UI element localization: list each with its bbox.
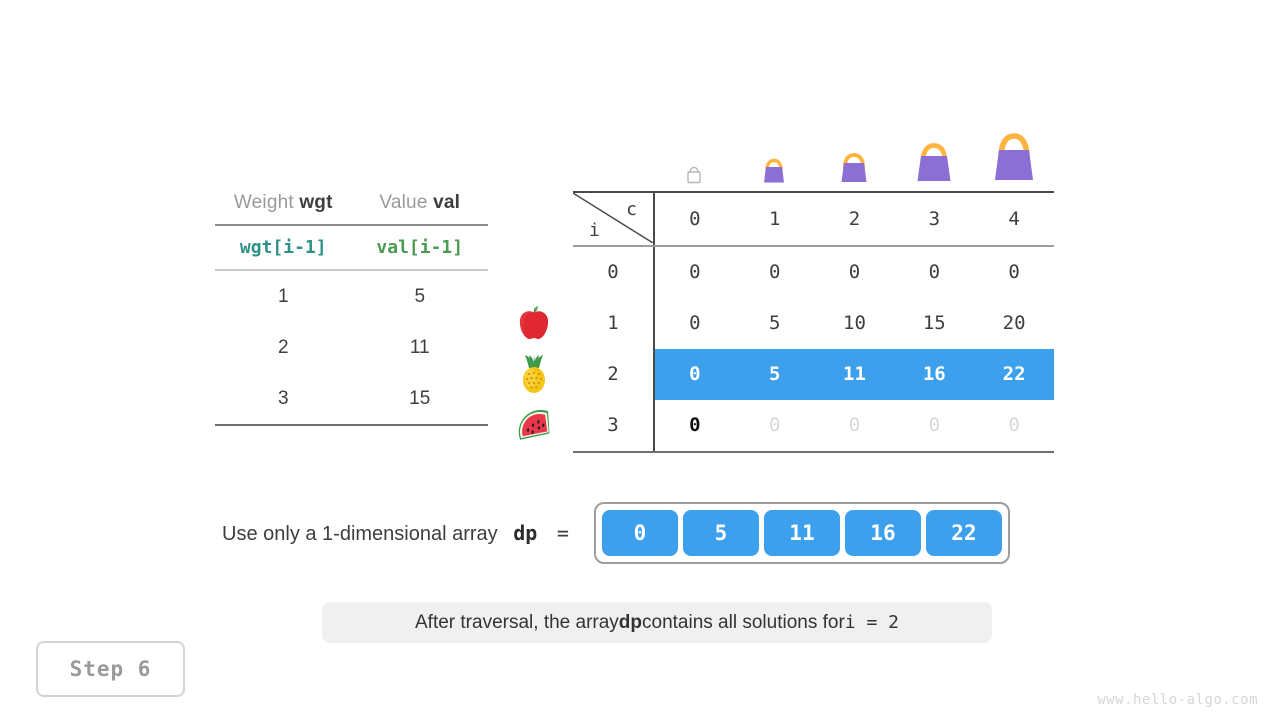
dp-matrix-row-header: 0 [573,247,655,298]
bag-icon-row [654,122,1054,184]
dp-matrix-row-label: i [589,220,600,241]
table-row: 3 15 [215,373,488,426]
dp-matrix-cell: 11 [843,363,866,385]
dp-matrix-cell: 0 [689,312,701,334]
bag-icon-1 [734,122,814,184]
dp-array-label-code: dp [513,520,538,545]
dp-array-equals: = [556,520,569,545]
dp-array-cell[interactable]: 0 [601,510,678,556]
wv-cell-val: 15 [409,387,431,409]
dp-array-label-text: Use only a 1-dimensional array [222,522,498,545]
bag-icon-empty [654,122,734,184]
dp-matrix-cell: 5 [768,312,781,334]
wv-cell-val: 11 [409,336,430,358]
fruit-icon-column [512,297,556,450]
dp-matrix-corner-cell: c i [573,193,655,245]
apple-icon [512,297,556,348]
wv-table-header-row: Weight wgt Value val [215,192,488,226]
table-row: 3 0 0 0 0 0 [573,400,1054,453]
dp-matrix-cell: 22 [1002,363,1026,385]
caption-code-i: i = 2 [844,612,899,633]
caption-bar: After traversal, the array dp contains a… [322,602,992,643]
dp-matrix-header-row: c i 0 1 2 3 4 [573,191,1054,247]
weight-value-table: Weight wgt Value val wgt[i-1] val[i-1] 1… [215,192,488,426]
dp-matrix-cell: 0 [689,363,701,385]
dp-matrix-cell: 0 [928,414,941,436]
dp-matrix-col-header: 4 [1008,208,1020,230]
dp-array-cell[interactable]: 5 [682,510,759,556]
dp-matrix-col-header: 0 [689,208,701,230]
dp-matrix-cell: 0 [689,261,701,283]
wv-header-weight: Weight wgt [233,192,333,213]
dp-matrix-cell: 0 [848,414,861,436]
wv-subheader-val: val[i-1] [376,237,464,258]
caption-part-2: contains all solutions for [642,611,845,633]
bag-icon-2 [814,122,894,184]
caption-code-dp: dp [618,611,643,633]
dp-matrix-cell: 0 [1008,414,1020,436]
bag-icon-4 [974,122,1054,184]
wv-cell-wgt: 2 [277,336,289,358]
dp-matrix-cell: 15 [922,312,946,334]
table-row-highlighted: 2 0 5 11 16 22 [573,349,1054,400]
dp-matrix-row-header: 1 [573,298,655,349]
wv-cell-val: 5 [414,285,426,307]
dp-array-cell[interactable]: 22 [925,510,1002,556]
dp-matrix-cell: 0 [848,261,861,283]
dp-matrix-cell: 20 [1002,312,1026,334]
dp-matrix-cell: 5 [768,363,781,385]
dp-matrix-col-label: c [626,199,637,220]
wv-cell-wgt: 3 [277,387,289,409]
dp-matrix-col-header: 2 [848,208,861,230]
table-row: 2 11 [215,322,488,373]
table-row: 1 0 5 10 15 20 [573,298,1054,349]
dp-matrix-cell: 0 [1008,261,1020,283]
wv-header-value: Value val [379,192,461,213]
dp-array-label: Use only a 1-dimensional array dp = [222,521,569,546]
step-badge: Step 6 [36,641,185,697]
dp-matrix-cell: 16 [922,363,946,385]
wv-subheader-wgt: wgt[i-1] [239,237,327,258]
dp-matrix-col-header: 1 [768,208,781,230]
table-row: 1 5 [215,271,488,322]
dp-array-section: Use only a 1-dimensional array dp = 0 5 … [222,502,1010,564]
dp-matrix-cell: 0 [689,414,701,436]
pineapple-icon [512,348,556,399]
dp-array-cell[interactable]: 16 [844,510,921,556]
dp-matrix-cell: 10 [843,312,866,334]
bag-icon-3 [894,122,974,184]
dp-array-cell[interactable]: 11 [763,510,840,556]
table-row: 0 0 0 0 0 0 [573,247,1054,298]
dp-matrix-row-header: 2 [573,349,655,400]
dp-matrix-cell: 0 [928,261,941,283]
dp-matrix-table: c i 0 1 2 3 4 0 0 0 0 0 0 1 0 5 10 15 20… [573,191,1054,453]
diagonal-divider-icon [573,193,653,243]
watermark: www.hello-algo.com [1097,692,1258,708]
row-highlight-band [653,349,1054,400]
wv-table-subheader-row: wgt[i-1] val[i-1] [215,226,488,271]
dp-matrix-cell: 0 [768,414,781,436]
dp-matrix-col-header: 3 [928,208,941,230]
dp-matrix-cell: 0 [768,261,781,283]
wv-cell-wgt: 1 [277,285,289,307]
caption-part-1: After traversal, the array [415,611,619,633]
dp-matrix-row-header: 3 [573,400,655,451]
watermelon-icon [512,399,556,450]
dp-array-container: 0 5 11 16 22 [593,502,1010,564]
